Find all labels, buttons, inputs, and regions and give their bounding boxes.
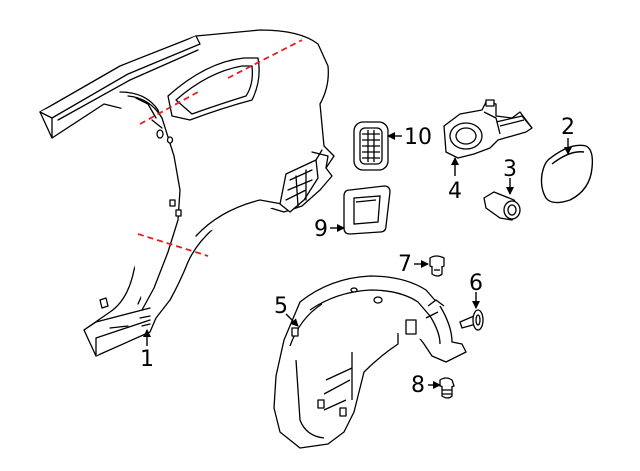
leader-arrows [143,132,572,389]
filler-pocket-part[interactable] [444,100,532,158]
callout-1[interactable]: 1 [140,347,154,372]
cut-line-lower [137,233,209,257]
callout-labels: 1 2 3 4 5 6 7 8 9 10 [140,115,575,398]
retainer-8-part[interactable] [440,378,454,398]
leader-arrow-5 [285,313,299,327]
callout-8[interactable]: 8 [411,373,425,398]
callout-5[interactable]: 5 [274,294,288,319]
splash-shield-part[interactable] [274,276,466,448]
callout-6[interactable]: 6 [469,271,483,296]
grommet-part[interactable] [344,186,390,234]
cut-line-upper-roof [227,39,303,79]
callout-7[interactable]: 7 [398,252,412,277]
callout-10[interactable]: 10 [404,125,432,150]
callout-2[interactable]: 2 [561,115,575,140]
cut-lines [137,39,303,257]
callout-9[interactable]: 9 [314,217,328,242]
cut-line-upper-pillar [139,91,199,125]
push-in-clip-part[interactable] [460,310,483,330]
air-vent-part[interactable] [354,122,388,170]
retainer-7-part[interactable] [430,256,444,276]
fuel-door-part[interactable] [542,145,593,202]
callout-3[interactable]: 3 [503,157,517,182]
bumper-part[interactable] [484,192,520,220]
quarter-panel-part[interactable] [40,30,334,356]
callout-4[interactable]: 4 [448,179,462,204]
